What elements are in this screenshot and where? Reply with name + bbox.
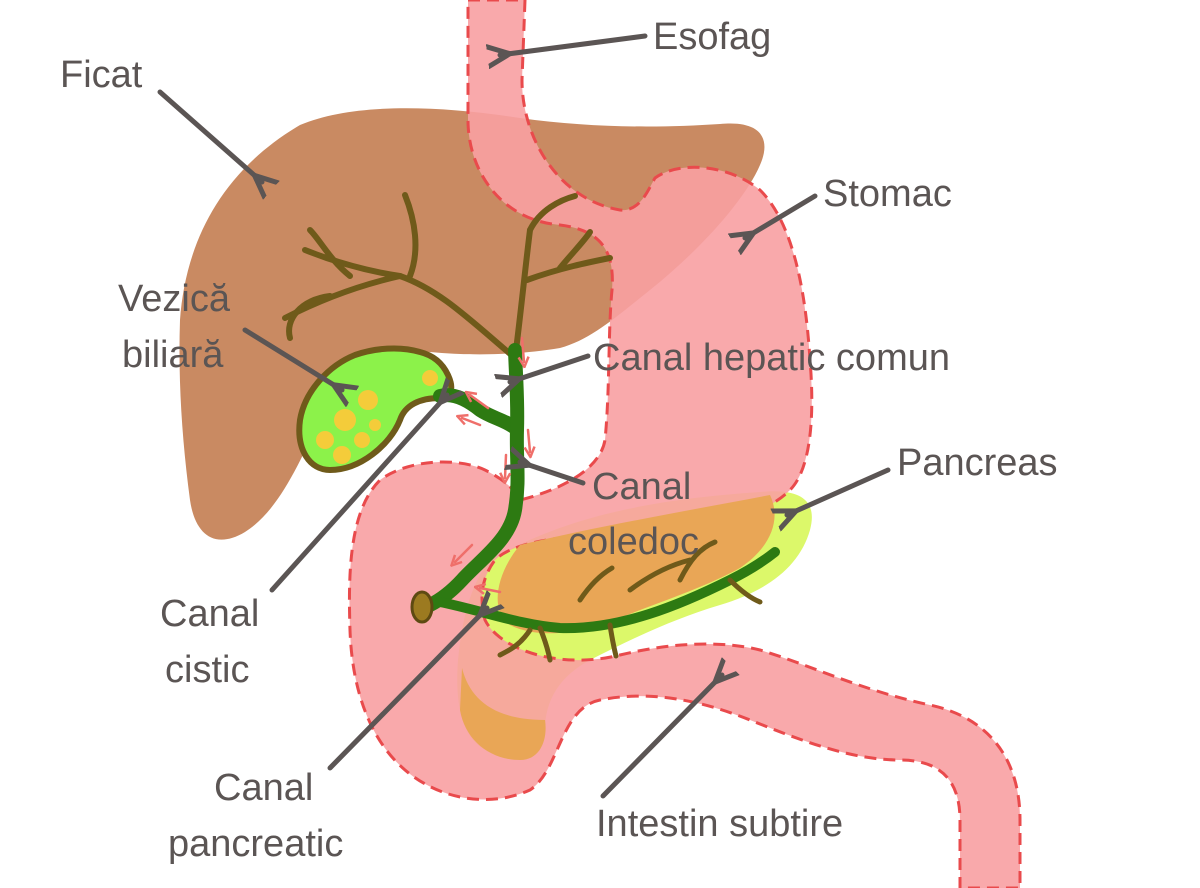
pancreas-head-overlap — [460, 668, 546, 760]
label-common-bile-duct-line2: coledoc — [568, 521, 699, 563]
label-common-hepatic-duct: Canal hepatic comun — [593, 337, 950, 379]
pancreas-overlap — [497, 495, 775, 634]
label-cystic-duct-line1: Canal — [160, 593, 259, 635]
label-small-intestine: Intestin subtire — [596, 803, 843, 845]
duodenal-papilla — [410, 590, 434, 624]
label-pancreatic-duct-line2: pancreatic — [168, 823, 343, 865]
label-pancreatic-duct-line1: Canal — [214, 767, 313, 809]
pancreatic-duct-branches — [497, 539, 763, 663]
label-esophagus: Esofag — [653, 16, 771, 58]
label-stomach: Stomac — [823, 173, 952, 215]
label-gallbladder-line1: Vezică — [118, 278, 231, 320]
label-pancreas: Pancreas — [897, 442, 1058, 484]
label-liver: Ficat — [60, 54, 143, 96]
label-cystic-duct-line2: cistic — [165, 649, 249, 691]
label-common-bile-duct-line1: Canal — [592, 466, 691, 508]
label-leaders — [157, 33, 891, 799]
common-bile-duct — [423, 343, 525, 612]
gallstones — [316, 370, 438, 464]
label-gallbladder-line2: biliară — [122, 334, 224, 376]
stomach-and-intestine — [347, 0, 1022, 888]
